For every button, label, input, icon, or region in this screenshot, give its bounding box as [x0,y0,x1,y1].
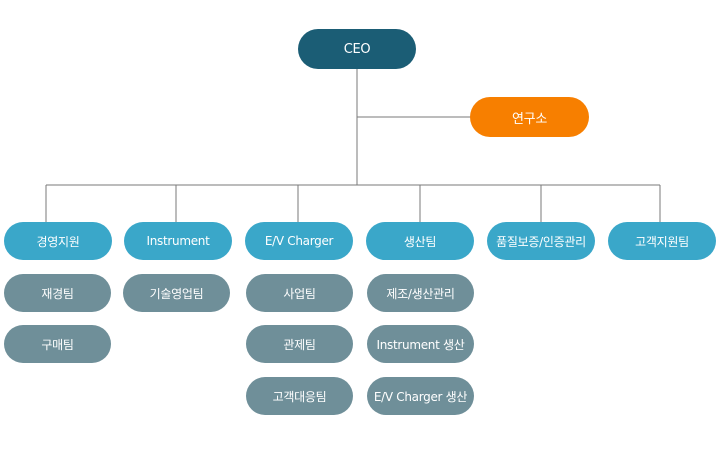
team-customer-response: 고객대응팀 [246,377,353,415]
team-control: 관제팀 [246,325,353,363]
ceo-node: CEO [298,29,416,69]
team-finance: 재경팀 [4,274,111,312]
team-business: 사업팀 [246,274,353,312]
dept-ev-charger: E/V Charger [245,222,353,260]
dept-production: 생산팀 [366,222,474,260]
team-manufacturing-management: 제조/생산관리 [367,274,474,312]
team-ev-charger-production: E/V Charger 생산 [367,377,474,415]
team-technical-sales: 기술영업팀 [123,274,230,312]
dept-customer-support: 고객지원팀 [608,222,716,260]
team-purchasing: 구매팀 [4,325,111,363]
dept-quality-certification: 품질보증/인증관리 [487,222,595,260]
dept-instrument: Instrument [124,222,232,260]
research-lab-node: 연구소 [470,97,589,137]
team-instrument-production: Instrument 생산 [367,325,474,363]
dept-management-support: 경영지원 [4,222,112,260]
